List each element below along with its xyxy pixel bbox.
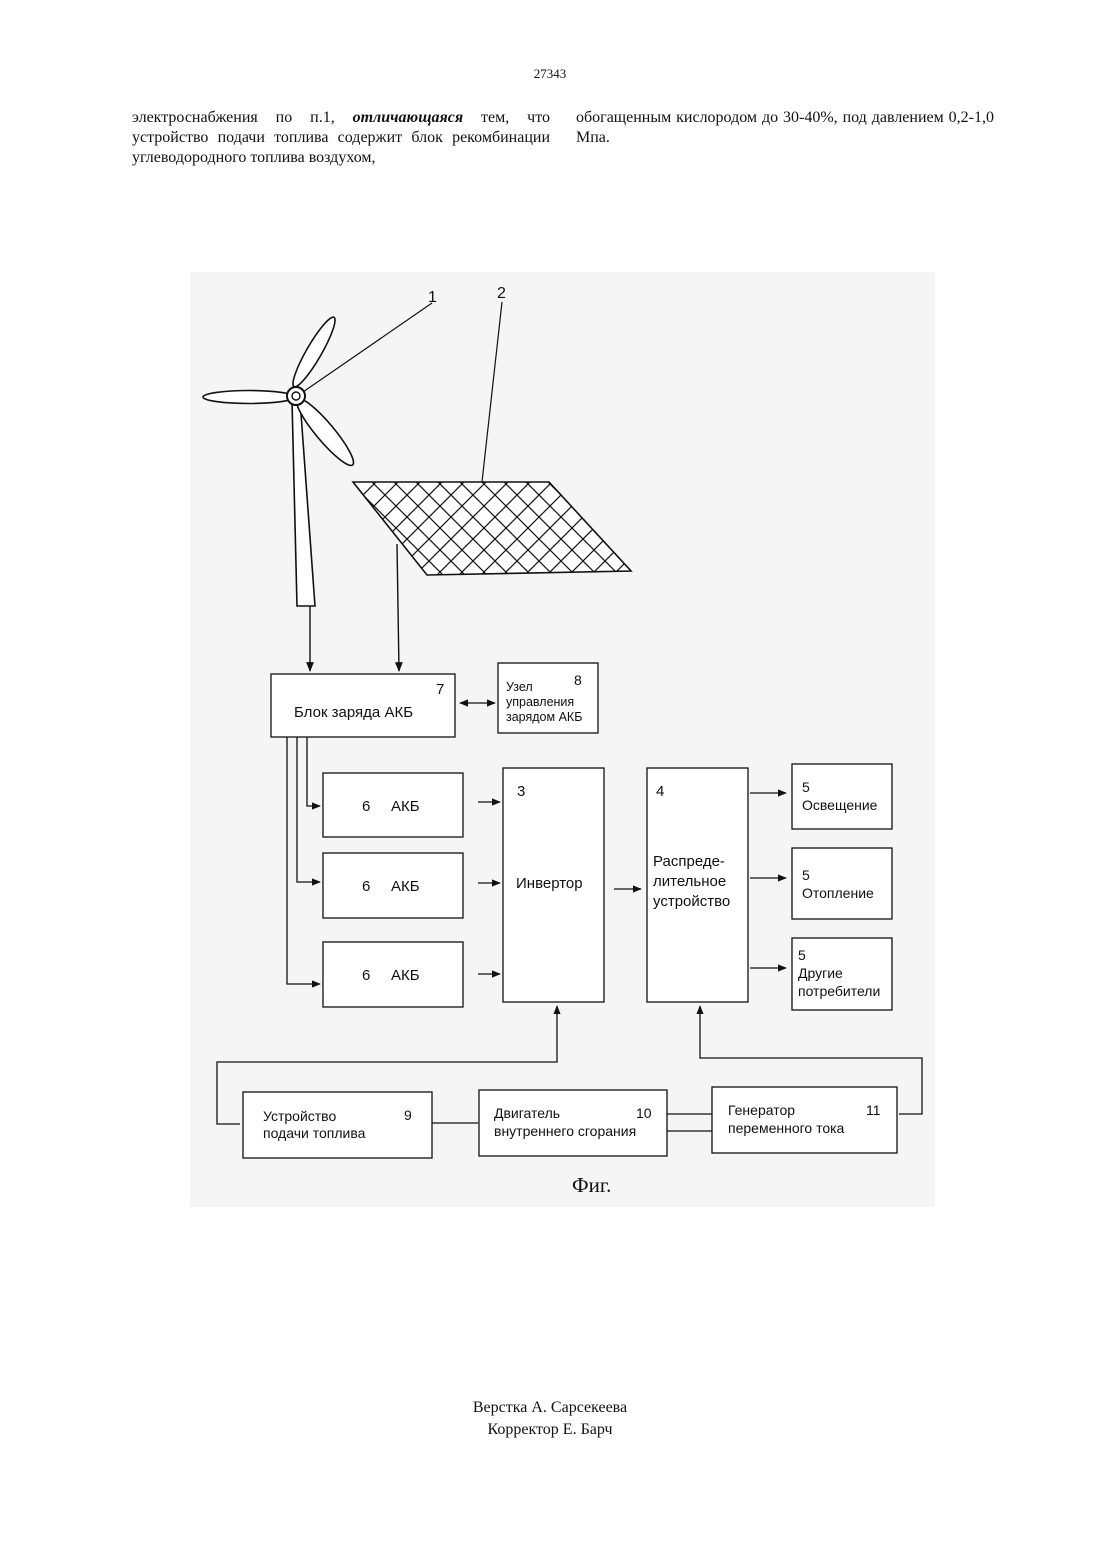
battery-3-label: АКБ [391, 967, 420, 984]
fuel-supply-label-line-1: Устройство [263, 1108, 336, 1124]
claim-text-start: электроснабжения по п.1, [132, 109, 353, 126]
distributor-label-line-3: устройство [653, 893, 730, 910]
footer: Верстка А. Сарсекеева Корректор Е. Барч [0, 1397, 1100, 1441]
text-column-right: обогащенным кислородом до 30-40%, под да… [576, 108, 994, 148]
generator-label-line-1: Генератор [728, 1102, 795, 1118]
distributor-label-line-2: лительное [653, 873, 726, 890]
battery-2-number: 6 [362, 878, 370, 895]
corrector-credit: Корректор Е. Барч [0, 1419, 1100, 1441]
consumer-other-number: 5 [798, 947, 806, 963]
figure-area: 1 2 7 Блок заряда АКБ 8 Узел управления … [190, 272, 935, 1207]
consumer-heating-label: Отопление [802, 885, 874, 901]
battery-1-label: АКБ [391, 798, 420, 815]
wind-turbine-icon [203, 314, 360, 606]
claim-emphasis: отличающаяся [353, 109, 464, 126]
fuel-supply-label-line-2: подачи топлива [263, 1125, 366, 1141]
battery-1-number: 6 [362, 798, 370, 815]
inverter-number: 3 [517, 783, 525, 800]
generator-number: 11 [866, 1102, 881, 1118]
panel-to-charger-arrow [397, 544, 399, 671]
battery-2-label: АКБ [391, 878, 420, 895]
charge-control-label-line-3: зарядом АКБ [506, 710, 582, 724]
consumer-lighting-label: Освещение [802, 797, 878, 813]
consumer-heating-block [792, 848, 892, 919]
inverter-label: Инвертор [516, 875, 583, 892]
charge-control-label-line-1: Узел [506, 680, 533, 694]
system-diagram: 1 2 7 Блок заряда АКБ 8 Узел управления … [190, 272, 935, 1207]
claim-text-end: обогащенным кислородом до 30-40%, под да… [576, 108, 994, 148]
figure-caption: Фиг. [572, 1173, 611, 1197]
charge-control-label-line-2: управления [506, 695, 574, 709]
charger-to-battery-1-line [307, 737, 320, 806]
layout-credit: Верстка А. Сарсекеева [0, 1397, 1100, 1419]
consumer-heating-number: 5 [802, 867, 810, 883]
battery-3-number: 6 [362, 967, 370, 984]
text-column-left: электроснабжения по п.1, отличающаяся те… [132, 108, 550, 168]
charge-block-number: 7 [436, 681, 444, 698]
distributor-number: 4 [656, 783, 664, 800]
consumer-lighting-number: 5 [802, 779, 810, 795]
solar-panel-icon [340, 470, 640, 585]
fuel-supply-number: 9 [404, 1107, 412, 1123]
callout-line-2 [482, 302, 502, 482]
distributor-label-line-1: Распреде- [653, 853, 725, 870]
charger-to-battery-3-line [287, 737, 320, 984]
consumer-other-label-line-2: потребители [798, 983, 880, 999]
engine-label-line-1: Двигатель [494, 1105, 560, 1121]
callout-number-1: 1 [428, 289, 437, 306]
engine-label-line-2: внутреннего сгорания [494, 1123, 636, 1139]
charge-block-label: Блок заряда АКБ [294, 704, 413, 721]
page-number: 27343 [0, 66, 1100, 82]
engine-number: 10 [636, 1105, 652, 1121]
charger-to-battery-2-line [297, 737, 320, 882]
callout-number-2: 2 [497, 285, 506, 302]
charge-control-number: 8 [574, 672, 582, 688]
consumer-other-label-line-1: Другие [798, 965, 843, 981]
generator-label-line-2: переменного тока [728, 1120, 845, 1136]
